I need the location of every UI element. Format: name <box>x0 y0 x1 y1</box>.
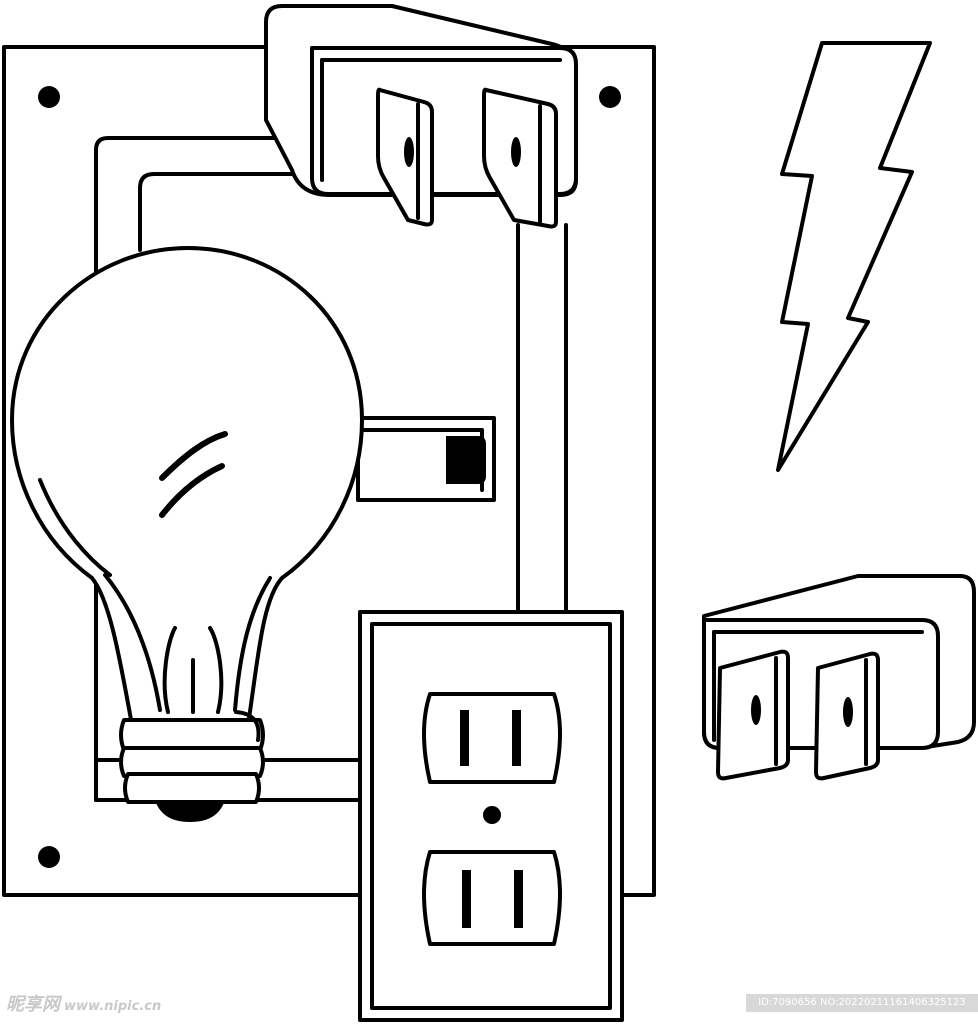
bulb-screw-base <box>119 710 265 822</box>
plug-prong-left <box>716 649 790 781</box>
plug-prong-right <box>814 651 880 781</box>
power-outlet-icon <box>358 610 624 1022</box>
lightning-bolt-icon <box>776 41 932 472</box>
plug-prong-right <box>482 87 558 229</box>
light-bulb-icon <box>10 246 364 822</box>
light-switch-icon <box>356 416 496 502</box>
watermark-site-url: www.nipic.cn <box>64 999 162 1014</box>
electric-plug-top-icon <box>264 4 578 229</box>
electric-plug-right-icon <box>702 574 976 781</box>
watermark-image-info: ID:7090656 NO:20220211161406325123 <box>746 994 978 1012</box>
plug-prong-left <box>376 87 434 227</box>
watermark-site-name: 昵享网 <box>6 994 60 1015</box>
watermark-site: 昵享网 www.nipic.cn <box>6 992 161 1018</box>
